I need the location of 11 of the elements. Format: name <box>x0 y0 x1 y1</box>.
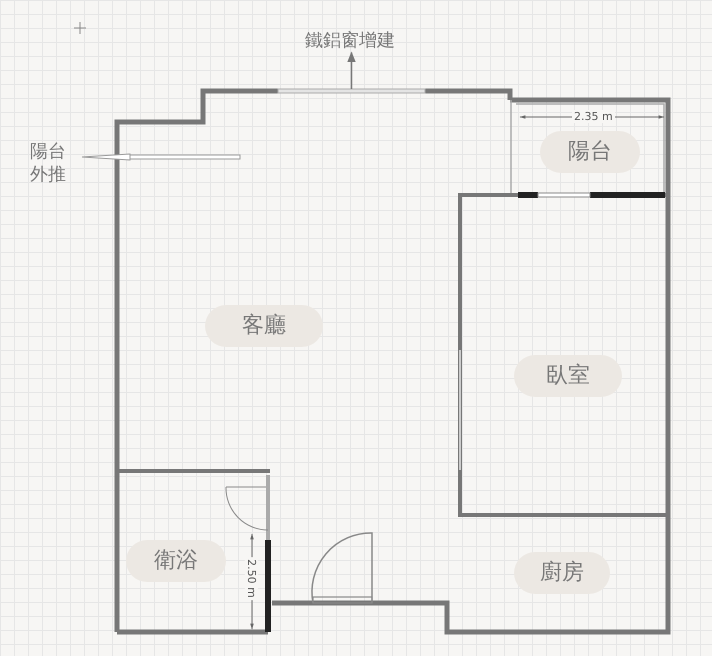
annotation-text: 陽台外推 <box>30 141 67 186</box>
arrow <box>347 51 356 89</box>
window <box>278 88 426 94</box>
annotation-text: 鐵鋁窗增建 <box>305 30 415 52</box>
room-label: 衛浴 <box>126 540 226 582</box>
dimension-label: 2.35 m <box>572 110 615 123</box>
room-label: 陽台 <box>540 131 640 173</box>
room-label: 客廳 <box>205 305 323 347</box>
dimension-label: 2.50 m <box>244 557 258 600</box>
room-label: 臥室 <box>514 355 622 397</box>
room-label: 廚房 <box>514 552 610 594</box>
